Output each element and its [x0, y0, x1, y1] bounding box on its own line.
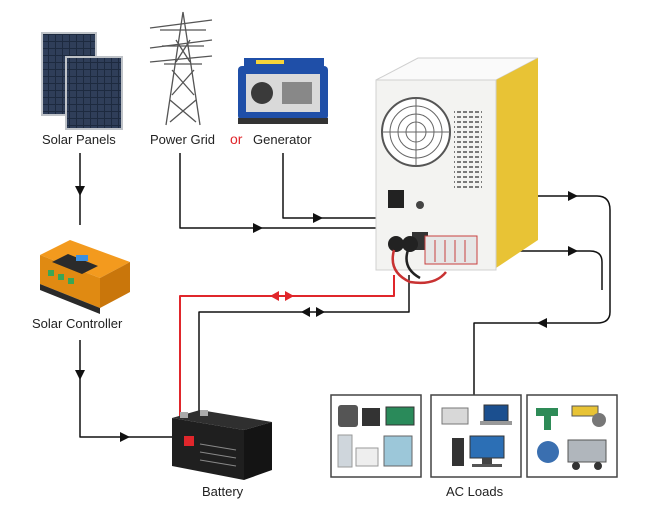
wire-ac-out-upper: [473, 195, 611, 395]
arrow-bidir-black-right: [316, 307, 325, 317]
solar-panel-icon: [41, 32, 123, 130]
charge-controller-icon: [40, 240, 130, 314]
label-battery: Battery: [202, 484, 244, 499]
label-power-grid: Power Grid: [150, 132, 216, 147]
arrow-down-controller: [75, 370, 85, 380]
transmission-tower-icon: [149, 11, 213, 126]
arrow-right-grid: [253, 223, 263, 233]
power-tools-icon: [526, 394, 618, 478]
home-appliances-icon: [330, 394, 422, 478]
office-equipment-icon: [430, 394, 522, 478]
arrow-bidir-black-left: [301, 307, 310, 317]
arrow-bidir-red-left: [270, 291, 279, 301]
wire-controller-to-battery: [79, 340, 172, 438]
wire-ac-out-lower: [478, 250, 603, 290]
arrow-right-ac-upper: [568, 191, 578, 201]
label-generator: Generator: [253, 132, 312, 147]
arrows: [75, 186, 578, 442]
generator-icon: [238, 58, 328, 124]
battery-icon: [172, 410, 272, 480]
arrow-left-ac-loop: [537, 318, 547, 328]
arrow-right-ac-lower: [568, 246, 578, 256]
label-solar-controller: Solar Controller: [32, 316, 123, 331]
arrow-right-battery: [120, 432, 130, 442]
arrow-down-panels: [75, 186, 85, 196]
arrow-right-generator: [313, 213, 323, 223]
inverter-icon: [375, 57, 539, 285]
arrow-bidir-red-right: [285, 291, 294, 301]
label-or: or: [230, 131, 243, 147]
label-solar-panels: Solar Panels: [42, 132, 116, 147]
label-ac-loads: AC Loads: [446, 484, 504, 499]
